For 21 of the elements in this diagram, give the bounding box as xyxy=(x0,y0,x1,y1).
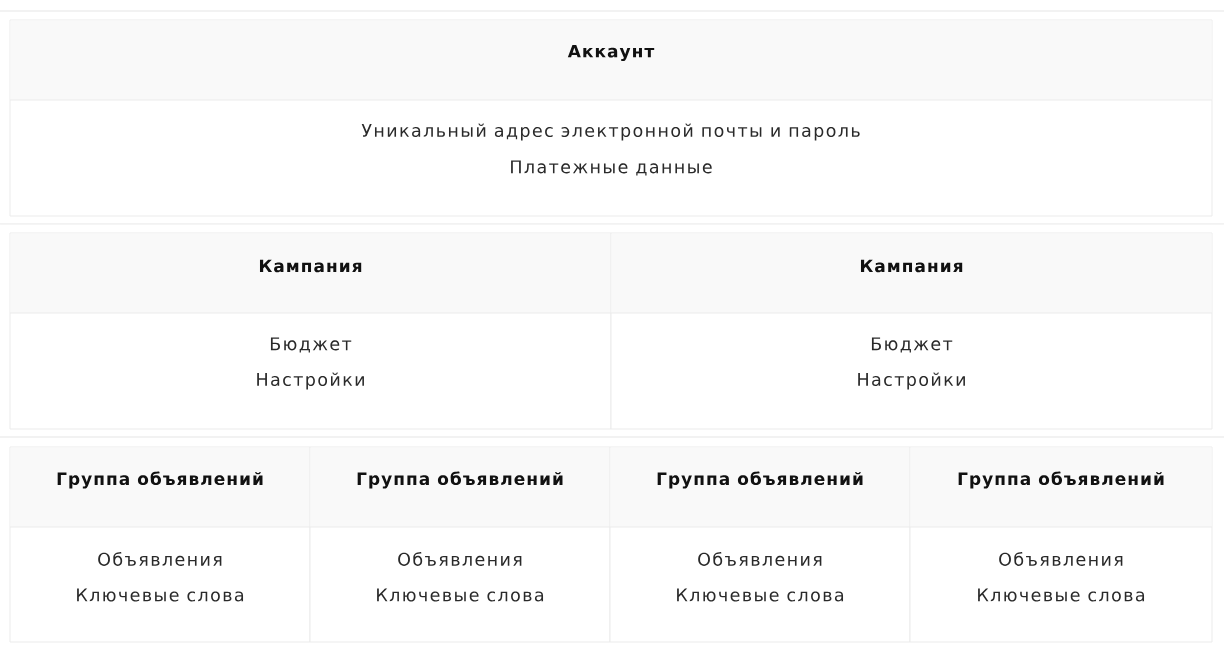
item-text: Объявления xyxy=(698,552,822,566)
heading: Кампания xyxy=(260,259,362,273)
heading: Кампания xyxy=(861,259,963,273)
item-text: Настройки xyxy=(858,372,965,390)
item-text: Объявления xyxy=(398,552,522,566)
heading: Группа объявлений xyxy=(657,471,863,489)
item-text: Ключевые слова xyxy=(677,588,844,602)
item-text: Бюджет xyxy=(270,337,352,353)
item-text: Ключевые слова xyxy=(978,588,1145,602)
item-text: Ключевые слова xyxy=(377,588,544,602)
item-text: Объявления xyxy=(98,552,222,566)
item-text: Настройки xyxy=(257,372,364,390)
heading: Группа объявлений xyxy=(958,471,1164,489)
heading: Группа объявлений xyxy=(57,471,263,489)
heading: Аккаунт xyxy=(567,44,655,61)
item-text: Ключевые слова xyxy=(77,588,244,602)
item-text: Бюджет xyxy=(871,337,953,353)
item-text: Объявления xyxy=(999,552,1123,566)
item-text: Платежные данные xyxy=(511,160,712,176)
heading: Группа объявлений xyxy=(357,471,563,489)
item-text: Уникальный адрес электронной почты и пароль xyxy=(361,123,860,141)
